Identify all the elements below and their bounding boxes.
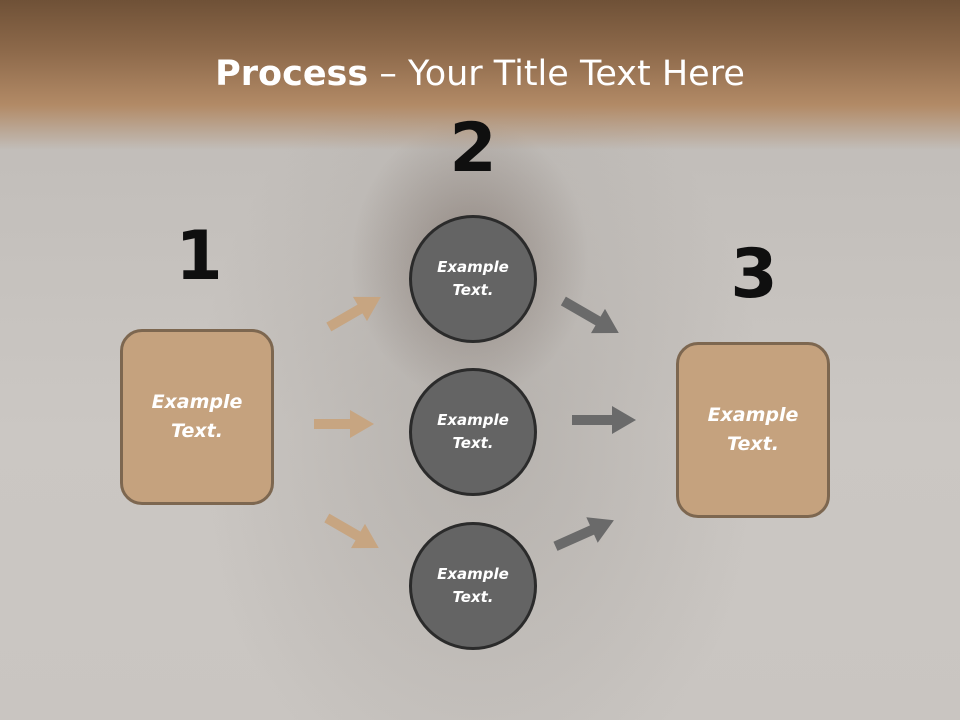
circle-middle-text: Example Text.	[437, 411, 509, 452]
arrow-left-to-top	[326, 296, 381, 332]
arrow-middle-to-right	[572, 406, 636, 434]
process-circle-bottom: Example Text.	[409, 522, 537, 650]
left-process-box: Example Text.	[120, 329, 274, 505]
left-box-text: Example Text.	[151, 391, 243, 442]
slide-title: Process – Your Title Text Here	[0, 52, 960, 96]
tan-arrows	[314, 296, 381, 549]
step-number-1: 1	[175, 217, 223, 296]
circle-top-text: Example Text.	[437, 258, 509, 299]
arrow-top-to-right	[560, 296, 619, 334]
step-number-2: 2	[449, 109, 497, 188]
step-number-3: 3	[730, 235, 778, 314]
right-box-text: Example Text.	[707, 404, 799, 455]
gray-arrows	[553, 296, 636, 551]
arrow-left-to-middle	[314, 410, 374, 438]
process-circle-middle: Example Text.	[409, 368, 537, 496]
arrow-bottom-to-right	[553, 517, 614, 551]
right-process-box: Example Text.	[676, 342, 830, 518]
circle-bottom-text: Example Text.	[437, 565, 509, 606]
title-band	[0, 0, 960, 150]
title-bold: Process	[215, 54, 369, 94]
title-rest: – Your Title Text Here	[368, 54, 745, 94]
arrow-left-to-bottom	[324, 513, 379, 549]
process-circle-top: Example Text.	[409, 215, 537, 343]
